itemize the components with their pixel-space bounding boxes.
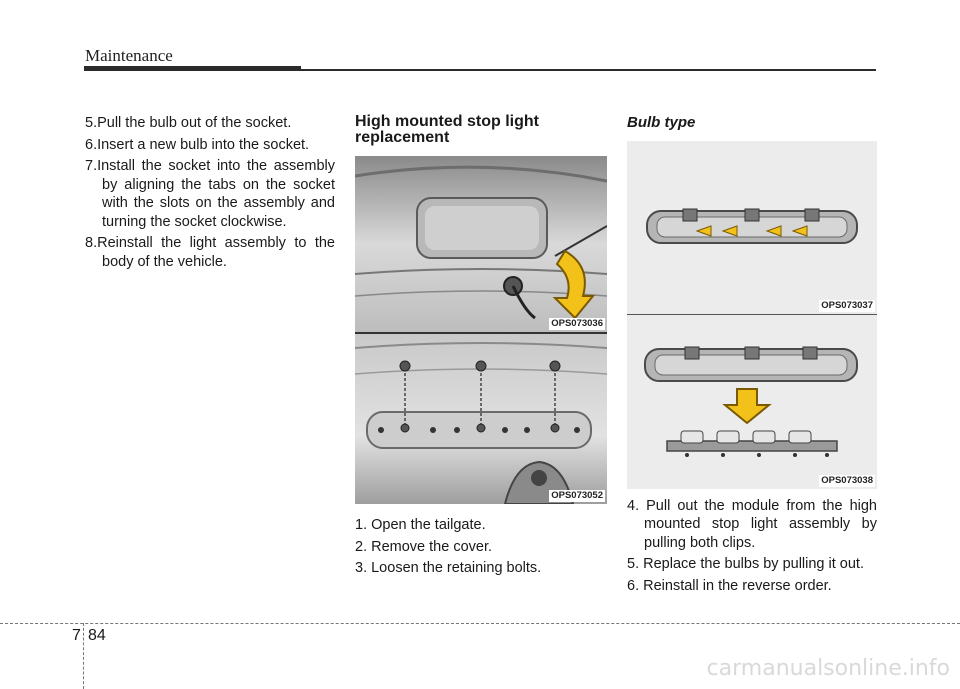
figure-divider: [627, 313, 877, 315]
light-assembly-illustration: [627, 140, 877, 314]
figure-code: OPS073037: [819, 299, 875, 312]
arrow-down-icon: [722, 387, 772, 424]
figure-bulb-module: OPS073038: [627, 314, 877, 489]
subsection-title-bulb-type: Bulb type: [627, 114, 696, 131]
figure-divider: [355, 332, 607, 334]
step-2: 2. Remove the cover.: [355, 538, 493, 555]
footer-divider: [83, 623, 84, 689]
retaining-bolts-illustration: [355, 334, 607, 504]
watermark: carmanualsonline.info: [706, 656, 950, 681]
page-number: 84: [88, 627, 106, 644]
section-title-high-mounted-stop-light: High mounted stop light replacement: [355, 113, 539, 146]
bulb-module-illustration: [627, 314, 877, 489]
figure-code: OPS073036: [549, 318, 605, 330]
column-1: 5.Pull the bulb out of the socket. 6.Ins…: [85, 114, 335, 274]
tailgate-cover-illustration: [355, 156, 607, 332]
figure-tailgate-cover: OPS073036: [355, 156, 607, 332]
chapter-number: 7: [72, 627, 81, 644]
page-header-title: Maintenance: [85, 46, 173, 65]
header-rule-thin: [301, 69, 876, 71]
step-5b: 5. Replace the bulbs by pulling it out.: [627, 556, 864, 572]
header-rule-thick: [84, 66, 301, 71]
figure-retaining-bolts: OPS073052: [355, 334, 607, 504]
step-1: 1. Open the tailgate.: [355, 517, 486, 533]
step-8: 8.Reinstall the light assembly to the bo…: [85, 235, 335, 270]
figure-code: OPS073038: [819, 474, 875, 487]
column-3: Bulb type OPS073037: [627, 114, 877, 598]
step-3: 3. Loosen the retaining bolts.: [355, 560, 542, 576]
step-6: 6.Insert a new bulb into the socket.: [85, 136, 310, 153]
column-2: High mounted stop light replacement OPS0…: [355, 114, 607, 581]
footer-rule: [0, 623, 960, 624]
arrow-icon: [552, 249, 596, 320]
arrow-icon: [695, 224, 808, 237]
step-5: 5.Pull the bulb out of the socket.: [85, 115, 292, 131]
step-7: 7.Install the socket into the assembly b…: [85, 158, 335, 230]
figure-light-assembly: OPS073037: [627, 140, 877, 314]
figure-code: OPS073052: [549, 490, 605, 502]
step-6b: 6. Reinstall in the reverse order.: [627, 577, 832, 594]
step-4: 4. Pull out the module from the high mou…: [627, 497, 877, 551]
